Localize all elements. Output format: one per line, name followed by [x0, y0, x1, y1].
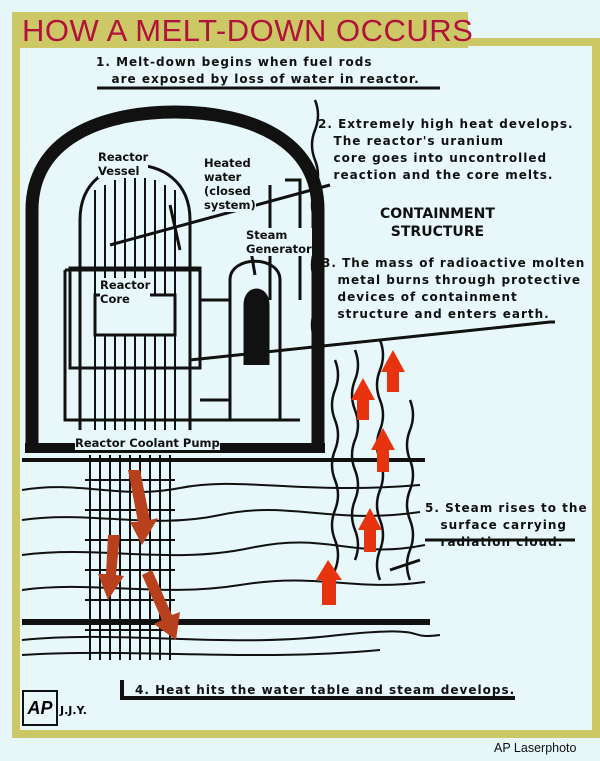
title-band	[12, 12, 468, 48]
heated-water-label: Heated water (closed system)	[204, 156, 256, 212]
step-4-text: 4. Heat hits the water table and steam d…	[135, 683, 516, 697]
up-arrow	[351, 378, 375, 420]
down-arrow	[98, 535, 124, 600]
up-arrow	[371, 428, 395, 472]
up-arrow	[381, 350, 405, 392]
melt-arrows	[98, 470, 180, 640]
down-arrow	[142, 570, 180, 640]
step-2-text: 2. Extremely high heat develops. The rea…	[318, 117, 574, 182]
steam-arrows	[316, 350, 405, 605]
containment-dome	[25, 105, 325, 450]
step-1-text: 1. Melt-down begins when fuel rods are e…	[96, 55, 420, 86]
step-3-text: 3. The mass of radioactive molten metal …	[322, 256, 586, 321]
steam-generator	[63, 178, 302, 422]
containment-structure-heading: CONTAINMENT STRUCTURE	[380, 206, 495, 240]
photo-credit: AP Laserphoto	[494, 741, 577, 755]
steam-generator-label: Steam Generator	[246, 228, 312, 256]
pointer-lines	[97, 86, 575, 700]
page-title: HOW A MELT-DOWN OCCURS	[22, 13, 474, 48]
step-5-text: 5. Steam rises to the surface carrying r…	[425, 501, 588, 549]
up-arrow	[358, 508, 382, 552]
reactor-core-label: Reactor Core	[100, 278, 151, 306]
ap-logo: AP	[22, 690, 58, 726]
coolant-pump-label: Reactor Coolant Pump	[75, 436, 220, 450]
artist-initials: J.J.Y.	[60, 704, 87, 717]
reactor-vessel-label: Reactor Vessel	[98, 150, 149, 178]
down-arrow	[128, 470, 158, 545]
up-arrow	[316, 560, 342, 605]
